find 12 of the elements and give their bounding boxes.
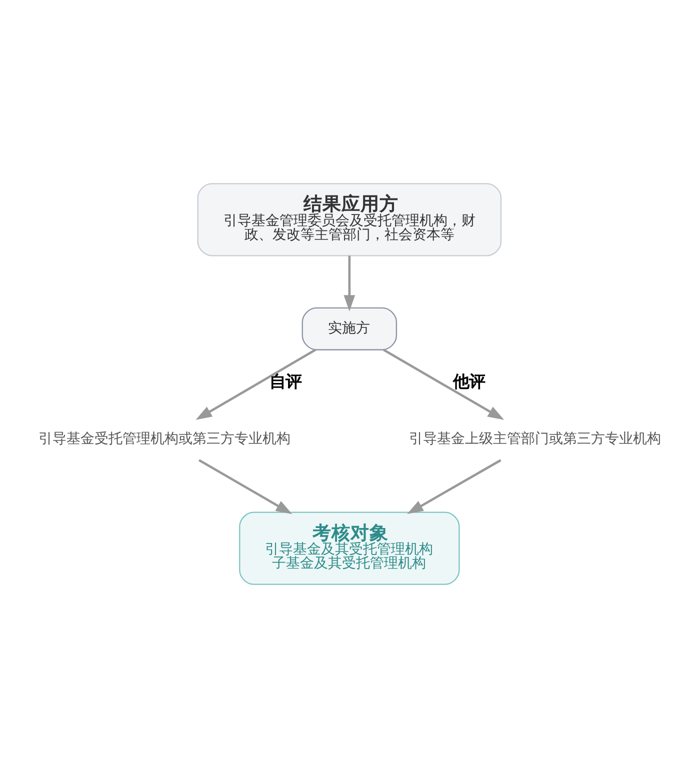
arrow xyxy=(407,458,502,514)
edge-label: 他评 xyxy=(452,372,485,391)
arrow xyxy=(382,348,504,420)
node-text: 引导基金受托管理机构或第三方专业机构 xyxy=(38,430,291,446)
node-box: 实施方 xyxy=(302,306,398,350)
node-text: 引导基金上级主管部门或第三方专业机构 xyxy=(409,430,662,446)
arrow xyxy=(198,458,292,514)
edge-label: 自评 xyxy=(269,372,302,391)
node-box: 结果应用方 引导基金管理委员会及受托管理机构，财政、发改等主管部门，社会资本等 xyxy=(197,182,502,256)
arrow xyxy=(196,348,316,420)
node-box: 考核对象 引导基金及其受托管理机构 子基金及其受托管理机构 xyxy=(239,511,460,584)
arrow xyxy=(344,255,356,311)
